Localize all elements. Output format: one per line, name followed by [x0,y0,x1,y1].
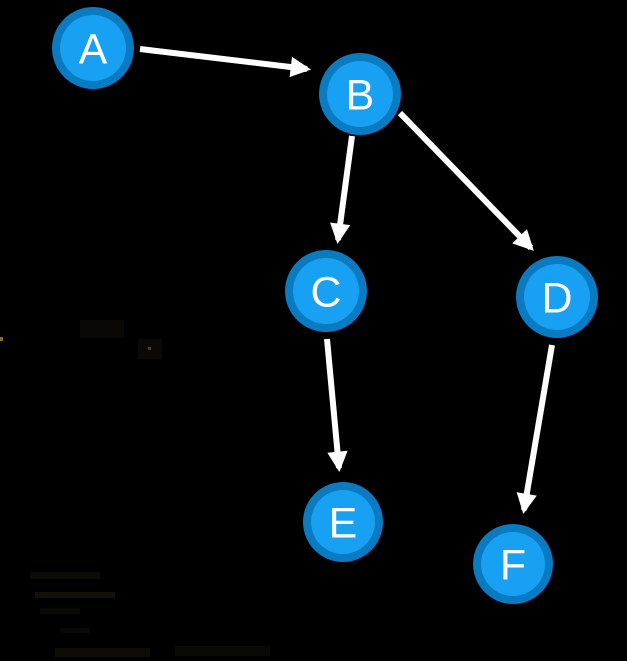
node-A[interactable]: A [52,7,134,89]
edge-B-D [397,110,534,251]
edge-A-B [139,46,312,78]
background-artifact [55,648,150,657]
background-artifact [40,608,80,614]
node-layer: A B C D E F [52,7,598,604]
background-artifact [35,592,115,598]
background-artifact [80,320,124,338]
node-body [293,258,359,324]
node-B[interactable]: B [319,53,401,135]
background-artifact [0,337,3,341]
node-C[interactable]: C [285,250,367,332]
background-artifacts [0,320,270,657]
background-artifact [148,347,151,350]
edge-layer [139,46,555,515]
node-E[interactable]: E [303,482,383,562]
background-artifact [60,628,90,633]
background-artifact [30,572,100,579]
node-body [311,490,375,554]
node-body [327,61,393,127]
node-D[interactable]: D [516,256,598,338]
node-body [481,532,545,596]
node-F[interactable]: F [473,524,553,604]
node-body [524,264,590,330]
background-artifact [175,646,270,656]
edge-B-C [330,135,355,245]
edge-C-E [324,338,348,473]
edge-D-F [516,344,555,515]
node-body [60,15,126,81]
